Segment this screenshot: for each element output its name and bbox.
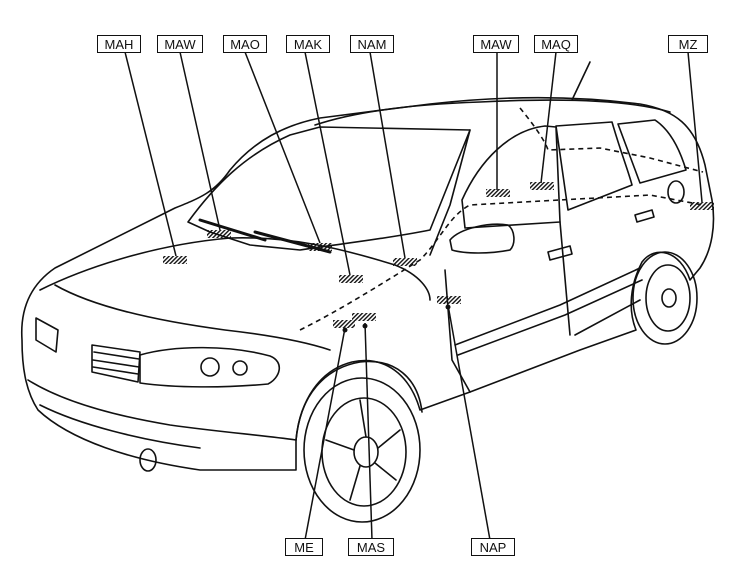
headlight <box>139 346 280 388</box>
a-pillar <box>429 129 471 256</box>
label-mao: MAO <box>223 35 267 53</box>
ground-point-mah <box>163 256 187 264</box>
upper-grille <box>91 344 141 383</box>
hood-front-edge <box>54 284 331 351</box>
front-door-outline <box>444 269 471 393</box>
leader-mah <box>124 51 177 257</box>
label-me: ME <box>285 538 323 556</box>
hood-line <box>39 236 431 301</box>
label-mah: MAH <box>97 35 141 53</box>
antenna <box>571 61 591 101</box>
ground-point-maw-front <box>207 230 231 238</box>
side-molding <box>454 267 641 346</box>
front-rim <box>321 397 407 507</box>
front-bumper <box>27 379 297 441</box>
lower-bumper <box>39 404 201 449</box>
leader-me <box>304 327 346 541</box>
label-nam: NAM <box>350 35 394 53</box>
label-mas: MAS <box>348 538 394 556</box>
ground-dot-mas <box>362 323 368 329</box>
leader-mak <box>304 51 351 276</box>
side-mirror <box>449 223 515 254</box>
front-tire <box>303 377 421 523</box>
leader-mas <box>364 322 373 541</box>
ground-point-me <box>333 320 355 328</box>
label-mz: MZ <box>668 35 708 53</box>
label-maw-front: MAW <box>157 35 203 53</box>
wiring-harness-body <box>299 194 704 331</box>
leader-mao <box>244 51 321 244</box>
leader-nam <box>369 51 406 259</box>
leader-nap <box>447 304 491 541</box>
quarter-window <box>617 119 687 184</box>
fog-light <box>139 448 157 472</box>
ground-point-maw-rear <box>486 189 510 197</box>
ground-point-nam <box>393 258 417 266</box>
leader-maq <box>540 51 557 184</box>
door-split-line <box>559 221 571 336</box>
wiper-left <box>198 218 267 242</box>
ground-point-mak <box>339 275 363 283</box>
label-maq: MAQ <box>534 35 578 53</box>
side-molding-lower <box>457 279 643 356</box>
label-maw-rear: MAW <box>473 35 519 53</box>
ground-dot-me <box>342 327 348 333</box>
leader-maw-front <box>179 51 221 231</box>
label-nap: NAP <box>471 538 515 556</box>
lower-left-grille <box>35 317 59 353</box>
rear-door-handle <box>634 209 655 223</box>
ground-point-mz <box>690 202 714 210</box>
label-mak: MAK <box>286 35 330 53</box>
wiring-harness-roof <box>519 107 704 173</box>
roof-line <box>314 99 671 126</box>
front-door-handle <box>547 245 573 261</box>
ground-point-maq <box>530 182 554 190</box>
ground-dot-nap <box>445 304 451 310</box>
car-body-outline <box>20 96 715 471</box>
ground-point-mas <box>352 313 376 321</box>
front-wheel-arch <box>295 360 423 441</box>
rear-tire <box>632 251 698 345</box>
rear-rim <box>645 264 691 332</box>
rear-door-bottom <box>574 299 641 336</box>
ground-point-nap <box>437 296 461 304</box>
fuel-cap <box>667 180 685 204</box>
leader-mz <box>687 51 703 203</box>
rear-door-window <box>555 121 633 211</box>
ground-point-mao <box>308 243 332 251</box>
